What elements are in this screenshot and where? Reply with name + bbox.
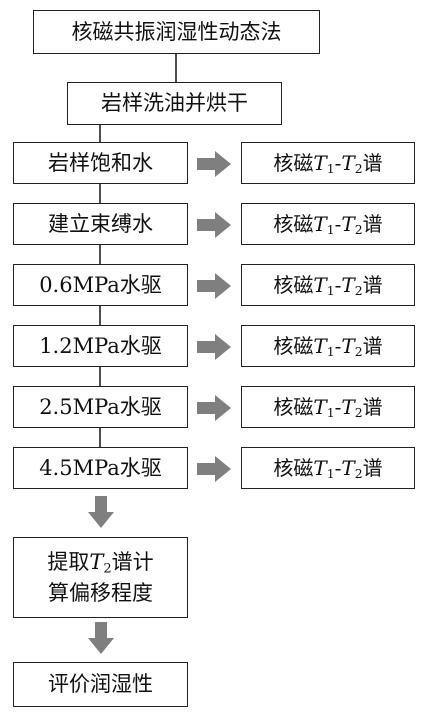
extract-line-1: 提取T2谱计: [47, 550, 154, 577]
step-label-2: 建立束缚水: [48, 211, 153, 236]
down-arrow-icon: [88, 496, 114, 528]
step-box-5: 2.5MPa水驱: [13, 386, 188, 428]
nmr-result-box-6: 核磁T1-T2谱: [241, 447, 415, 489]
step-label-6: 4.5MPa水驱: [39, 455, 162, 480]
nmr-result-box-4: 核磁T1-T2谱: [241, 325, 415, 367]
final-text: 评价润湿性: [48, 672, 153, 697]
nmr-result-box-2: 核磁T1-T2谱: [241, 203, 415, 245]
nmr-result-box-5: 核磁T1-T2谱: [241, 386, 415, 428]
nmr-result-box-3: 核磁T1-T2谱: [241, 264, 415, 306]
right-arrow-icon: [197, 395, 231, 421]
step-label-1: 岩样饱和水: [48, 150, 153, 175]
nmr-result-label-6: 核磁T1-T2谱: [273, 455, 383, 481]
title-text: 核磁共振润湿性动态法: [71, 19, 282, 44]
right-arrow-icon: [197, 273, 231, 299]
nmr-result-label-2: 核磁T1-T2谱: [273, 211, 383, 237]
step-box-6: 4.5MPa水驱: [13, 447, 188, 489]
wash-text: 岩样洗油并烘干: [101, 91, 248, 116]
step-label-4: 1.2MPa水驱: [39, 333, 162, 358]
down-arrow-icon: [88, 622, 114, 654]
step-box-3: 0.6MPa水驱: [13, 264, 188, 306]
step-box-4: 1.2MPa水驱: [13, 325, 188, 367]
extract-line-2: 算偏移程度: [48, 580, 153, 605]
nmr-result-label-5: 核磁T1-T2谱: [273, 394, 383, 420]
final-box: 评价润湿性: [13, 662, 188, 707]
right-arrow-icon: [197, 334, 231, 360]
right-arrow-icon: [197, 456, 231, 482]
nmr-result-label-1: 核磁T1-T2谱: [273, 150, 383, 176]
right-arrow-icon: [197, 151, 231, 177]
nmr-result-label-4: 核磁T1-T2谱: [273, 333, 383, 359]
step-box-1: 岩样饱和水: [13, 142, 188, 184]
nmr-result-box-1: 核磁T1-T2谱: [241, 142, 415, 184]
right-arrow-icon: [197, 212, 231, 238]
nmr-result-label-3: 核磁T1-T2谱: [273, 272, 383, 298]
step-box-2: 建立束缚水: [13, 203, 188, 245]
step-label-3: 0.6MPa水驱: [39, 272, 162, 297]
extract-box: 提取T2谱计 算偏移程度: [13, 537, 188, 618]
title-box: 核磁共振润湿性动态法: [33, 10, 320, 54]
wash-box: 岩样洗油并烘干: [67, 82, 282, 125]
step-label-5: 2.5MPa水驱: [39, 394, 162, 419]
